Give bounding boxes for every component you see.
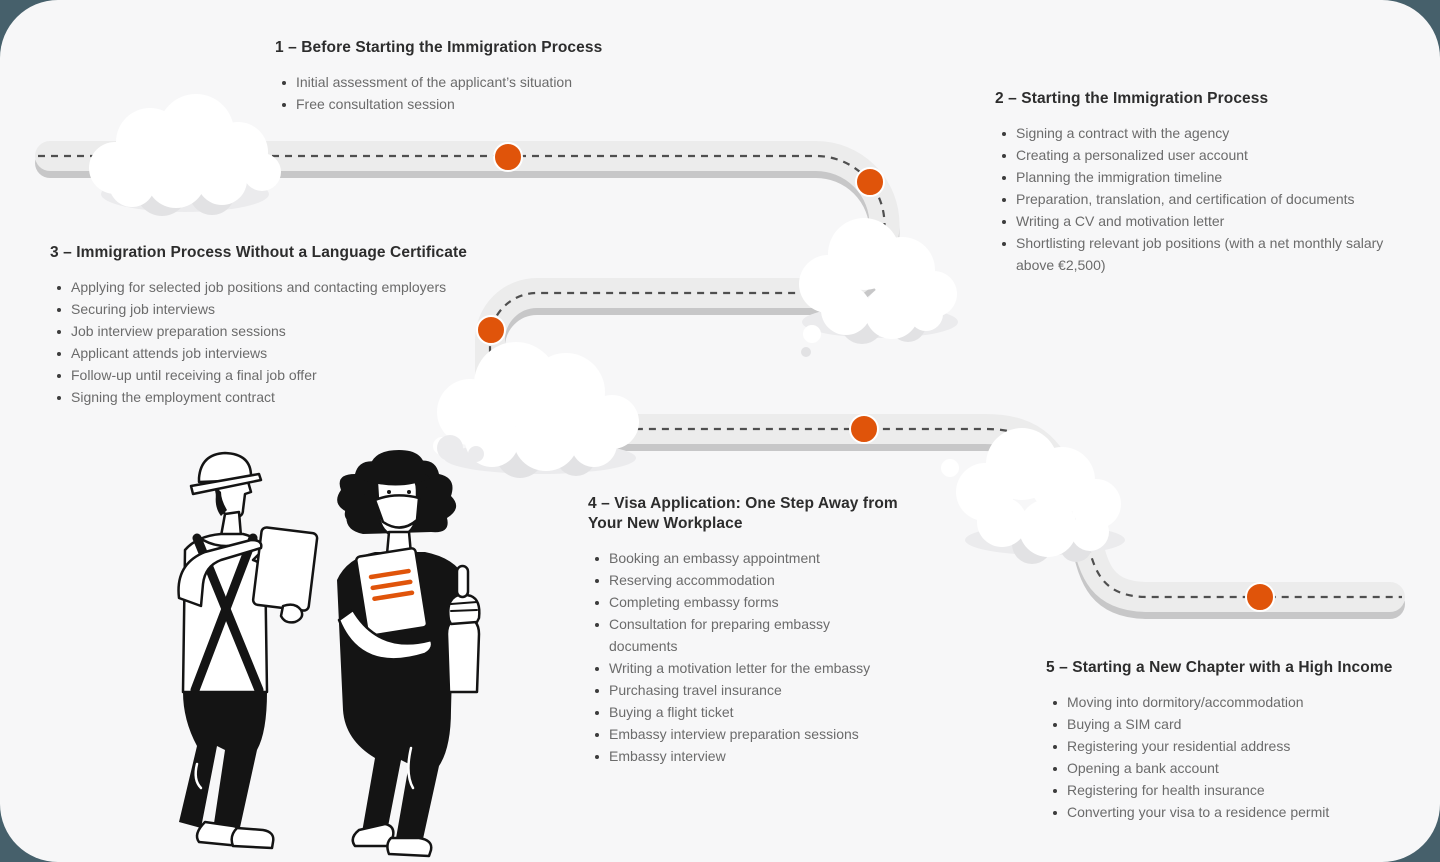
list-item: Registering for health insurance: [1046, 779, 1414, 801]
list-item: Follow-up until receiving a final job of…: [50, 364, 482, 386]
section-step-1: 1 – Before Starting the Immigration Proc…: [275, 38, 627, 115]
step-marker-3: [476, 315, 506, 345]
list-item: Purchasing travel insurance: [588, 679, 900, 701]
section-2-title: 2 – Starting the Immigration Process: [995, 90, 1269, 107]
section-step-2: 2 – Starting the Immigration Process Sig…: [995, 89, 1387, 276]
step-marker-1: [493, 142, 523, 172]
step-marker-4: [849, 414, 879, 444]
list-item: Moving into dormitory/accommodation: [1046, 691, 1414, 713]
cloud-icon: [433, 342, 639, 478]
list-item: Buying a SIM card: [1046, 713, 1414, 735]
section-4-title: 4 – Visa Application: One Step Away from…: [588, 495, 898, 532]
list-item: Planning the immigration timeline: [995, 166, 1387, 188]
list-item: Preparation, translation, and certificat…: [995, 188, 1387, 210]
list-item: Applying for selected job positions and …: [50, 276, 482, 298]
list-item: Applicant attends job interviews: [50, 342, 482, 364]
section-step-3: 3 – Immigration Process Without a Langua…: [50, 243, 482, 408]
list-item: Signing a contract with the agency: [995, 122, 1387, 144]
list-item: Embassy interview: [588, 745, 900, 767]
list-item: Job interview preparation sessions: [50, 320, 482, 342]
list-item: Converting your visa to a residence perm…: [1046, 801, 1414, 823]
list-item: Shortlisting relevant job positions (wit…: [995, 232, 1387, 276]
list-item: Completing embassy forms: [588, 591, 900, 613]
construction-worker-illustration: [177, 451, 319, 850]
woman-with-documents-illustration: [337, 450, 481, 858]
list-item: Free consultation session: [275, 93, 627, 115]
list-item: Embassy interview preparation sessions: [588, 723, 900, 745]
section-1-items: Initial assessment of the applicant’s si…: [275, 71, 627, 115]
section-step-4: 4 – Visa Application: One Step Away from…: [588, 494, 900, 767]
list-item: Initial assessment of the applicant’s si…: [275, 71, 627, 93]
characters-illustration: [177, 450, 481, 858]
list-item: Reserving accommodation: [588, 569, 900, 591]
list-item: Writing a motivation letter for the emba…: [588, 657, 900, 679]
cloud-icon: [89, 94, 281, 216]
section-5-title: 5 – Starting a New Chapter with a High I…: [1046, 659, 1393, 676]
list-item: Signing the employment contract: [50, 386, 482, 408]
cloud-icon: [941, 428, 1125, 564]
list-item: Opening a bank account: [1046, 757, 1414, 779]
section-step-5: 5 – Starting a New Chapter with a High I…: [1046, 658, 1414, 823]
section-1-title: 1 – Before Starting the Immigration Proc…: [275, 39, 603, 56]
list-item: Registering your residential address: [1046, 735, 1414, 757]
list-item: Consultation for preparing embassy docum…: [588, 613, 900, 657]
section-3-items: Applying for selected job positions and …: [50, 276, 482, 408]
section-3-title: 3 – Immigration Process Without a Langua…: [50, 244, 467, 261]
step-marker-2: [855, 167, 885, 197]
list-item: Writing a CV and motivation letter: [995, 210, 1387, 232]
list-item: Securing job interviews: [50, 298, 482, 320]
step-marker-5: [1245, 582, 1275, 612]
list-item: Booking an embassy appointment: [588, 547, 900, 569]
list-item: Buying a flight ticket: [588, 701, 900, 723]
cloud-icon: [799, 218, 958, 357]
list-item: Creating a personalized user account: [995, 144, 1387, 166]
cloud-icon: [437, 435, 484, 462]
